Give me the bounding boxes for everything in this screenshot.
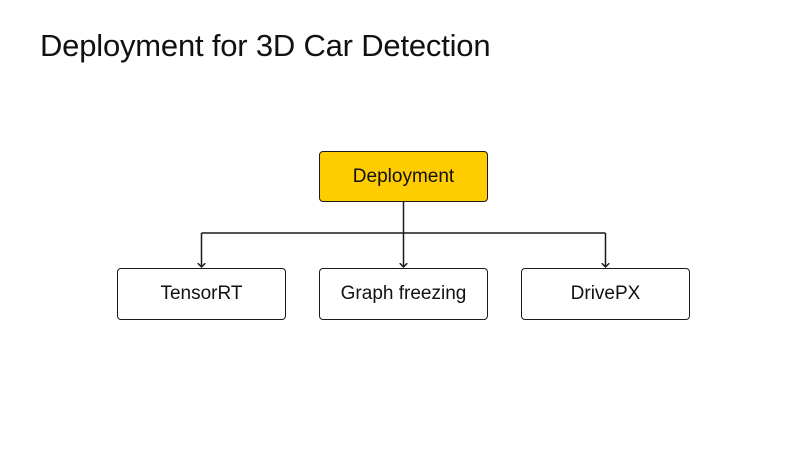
drivepx-node: DrivePX [521,268,690,320]
tensorrt-label: TensorRT [160,283,243,304]
slide-title: Deployment for 3D Car Detection [40,28,491,63]
tensorrt-node: TensorRT [117,268,286,320]
graph-freezing-label: Graph freezing [340,283,467,304]
drivepx-label: DrivePX [570,283,641,304]
deployment-root-node: Deployment [319,151,488,202]
deployment-root-label: Deployment [352,165,455,187]
graph-freezing-node: Graph freezing [319,268,488,320]
